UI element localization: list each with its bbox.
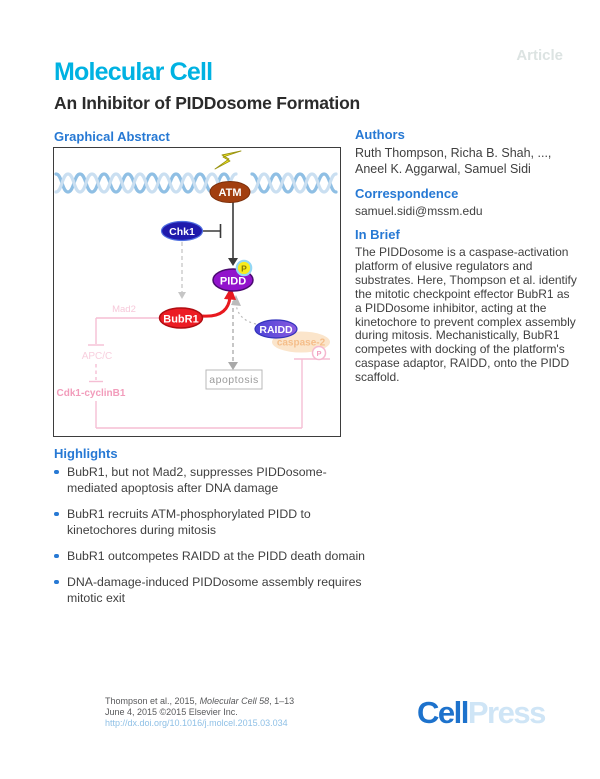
dotted-arrow-raidd-to-pidd (231, 295, 257, 325)
phospho-badge-caspase2-label: P (316, 349, 321, 358)
highlight-item: BubR1 recruits ATM-phosphorylated PIDD t… (54, 506, 366, 538)
bubr1-node (158, 307, 204, 329)
highlight-item: DNA-damage-induced PIDDosome assembly re… (54, 574, 366, 606)
citation-line-1: Thompson et al., 2015, Molecular Cell 58… (105, 696, 295, 706)
raidd-node (254, 319, 298, 339)
bullet-dot-icon (54, 469, 59, 474)
authors-line-2: Aneel K. Aggarwal, Samuel Sidi (355, 161, 531, 176)
atm-label: ATM (218, 187, 241, 199)
atm-node (209, 181, 251, 203)
phospho-badge-pidd-label: P (241, 264, 247, 274)
citation-journal-volume: Molecular Cell 58 (199, 696, 270, 706)
lightning-bolt-icon (214, 150, 242, 170)
cellpress-logo-cell: Cell (417, 695, 469, 730)
raidd-label: RAIDD (259, 324, 293, 336)
graphical-abstract-figure: Mad2 APC/C Cdk1-cyclinB1 caspase-2 P apo… (53, 147, 341, 437)
bubr1-label: BubR1 (163, 314, 198, 326)
in-brief-text: The PIDDosome is a caspase-activation pl… (355, 245, 577, 385)
pidd-label: PIDD (220, 276, 246, 288)
bullet-dot-icon (54, 553, 59, 558)
red-arrow-bubr1-to-pidd (201, 287, 236, 318)
correspondence-heading: Correspondence (355, 186, 459, 201)
bullet-dot-icon (54, 511, 59, 516)
highlight-text: BubR1 outcompetes RAIDD at the PIDD deat… (67, 549, 366, 563)
highlight-text: DNA-damage-induced PIDDosome assembly re… (67, 575, 362, 605)
label-apc-c: APC/C (82, 351, 113, 362)
doi-link[interactable]: http://dx.doi.org/10.1016/j.molcel.2015.… (105, 718, 288, 729)
dashed-arrow-to-apoptosis (228, 301, 238, 370)
journal-logo-molecular-cell: Molecular Cell (54, 58, 213, 86)
highlights-list: BubR1, but not Mad2, suppresses PIDDosom… (54, 464, 384, 616)
apoptosis-box (205, 369, 263, 390)
pathway-diagram: Mad2 APC/C Cdk1-cyclinB1 caspase-2 P apo… (54, 150, 338, 429)
correspondence-email-link[interactable]: samuel.sidi@mssm.edu (355, 204, 483, 218)
citation-footer: Thompson et al., 2015, Molecular Cell 58… (105, 696, 294, 730)
dna-helix (54, 172, 338, 194)
authors-line-1: Ruth Thompson, Richa B. Shah, ..., (355, 146, 552, 160)
dashed-arrow-chk1-to-bubr1 (178, 242, 186, 299)
phospho-badge-pidd (235, 259, 253, 277)
article-type-label: Article (516, 47, 563, 64)
phospho-badge-caspase2 (311, 345, 327, 361)
graphical-abstract-heading: Graphical Abstract (54, 129, 170, 144)
highlights-heading: Highlights (54, 446, 118, 461)
pink-mitotic-pathway (88, 317, 330, 429)
highlight-text: BubR1 recruits ATM-phosphorylated PIDD t… (67, 507, 311, 537)
label-apoptosis: apoptosis (209, 374, 258, 386)
highlight-item: BubR1, but not Mad2, suppresses PIDDosom… (54, 464, 366, 496)
highlight-text: BubR1, but not Mad2, suppresses PIDDosom… (67, 465, 327, 495)
highlight-item: BubR1 outcompetes RAIDD at the PIDD deat… (54, 548, 366, 564)
label-cdk1-cyclinb1: Cdk1-cyclinB1 (57, 388, 126, 399)
label-caspase2: caspase-2 (277, 338, 326, 349)
bullet-dot-icon (54, 579, 59, 584)
arrow-atm-to-pidd (228, 202, 238, 266)
cellpress-logo: CellPress (417, 695, 546, 731)
cellpress-logo-press: Press (467, 695, 546, 730)
chk1-label: Chk1 (169, 226, 195, 238)
authors-names: Ruth Thompson, Richa B. Shah, ..., Aneel… (355, 146, 581, 177)
in-brief-heading: In Brief (355, 227, 400, 242)
citation-line-2: June 4, 2015 ©2015 Elsevier Inc. (105, 707, 238, 718)
chk1-node (160, 220, 204, 242)
tbar-chk1-inhibition (203, 224, 222, 238)
authors-heading: Authors (355, 127, 405, 142)
paper-title: An Inhibitor of PIDDosome Formation (54, 93, 361, 113)
label-mad2: Mad2 (112, 304, 136, 315)
